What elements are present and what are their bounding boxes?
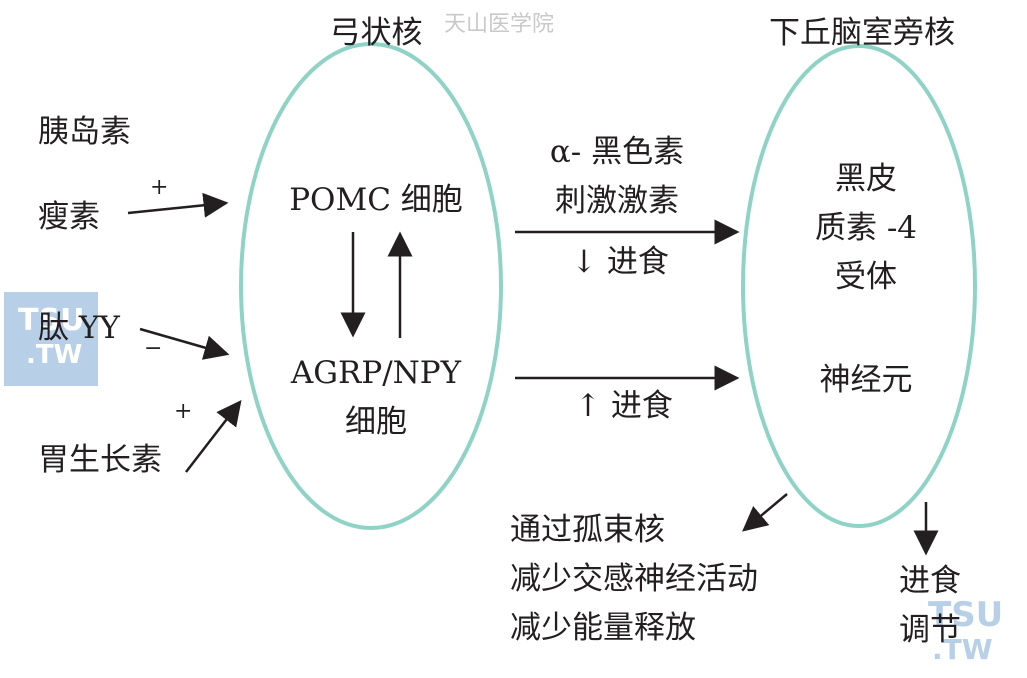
arcuate-nucleus-ellipse [239,42,503,530]
increase-feeding-label: ↑ 进食 [575,388,673,424]
tsu-logo-line1: TSU [18,303,85,338]
agrp-npy-label: AGRP/NPY [290,355,462,391]
leptin-label: 瘦素 [38,199,100,235]
tsu-logo-right-line2: .TW [932,633,993,666]
nts-output-arrow [742,493,788,532]
pyy-sign: − [144,336,163,361]
agrp-cells-label: 细胞 [345,404,407,440]
pyy-label: 肽 YY [38,310,120,346]
msh-label-line2: 刺激激素 [555,183,679,219]
feeding-output-line2: 调节 [899,612,961,648]
pyy-arrow [139,327,230,360]
nts-output-line1: 通过孤束核 [510,512,665,548]
receptor-label-line3: 受体 [835,259,897,295]
decrease-feeding-label: ↓ 进食 [571,244,669,280]
feeding-output-line1: 进食 [899,563,961,599]
pvn-ellipse [741,44,977,528]
nts-output-line2: 减少交感神经活动 [510,561,758,597]
tsu-logo-left: TSU .TW [4,292,98,386]
tsu-logo-line2: .TW [26,340,83,370]
receptor-label-line2: 质素 -4 [814,210,918,246]
watermark-text: 天山医学院 [444,12,555,37]
pomc-cells-label: POMC 细胞 [289,182,463,218]
leptin-sign: + [150,175,169,200]
receptor-label-line1: 黑皮 [835,161,897,197]
pvn-title: 下丘脑室旁核 [769,15,955,51]
insulin-label: 胰岛素 [38,114,131,150]
leptin-arrow [127,192,229,218]
neuron-label: 神经元 [819,362,913,398]
ghrelin-arrow [185,400,242,473]
tsu-logo-right-line1: TSU [928,595,1004,635]
ghrelin-label: 胃生长素 [38,442,162,478]
arcuate-title: 弓状核 [329,15,423,51]
ghrelin-sign: + [174,399,193,424]
tsu-logo-right: TSU .TW [928,598,1018,672]
msh-label-line1: α- 黑色素 [549,134,685,170]
nts-output-line3: 减少能量释放 [510,610,696,646]
